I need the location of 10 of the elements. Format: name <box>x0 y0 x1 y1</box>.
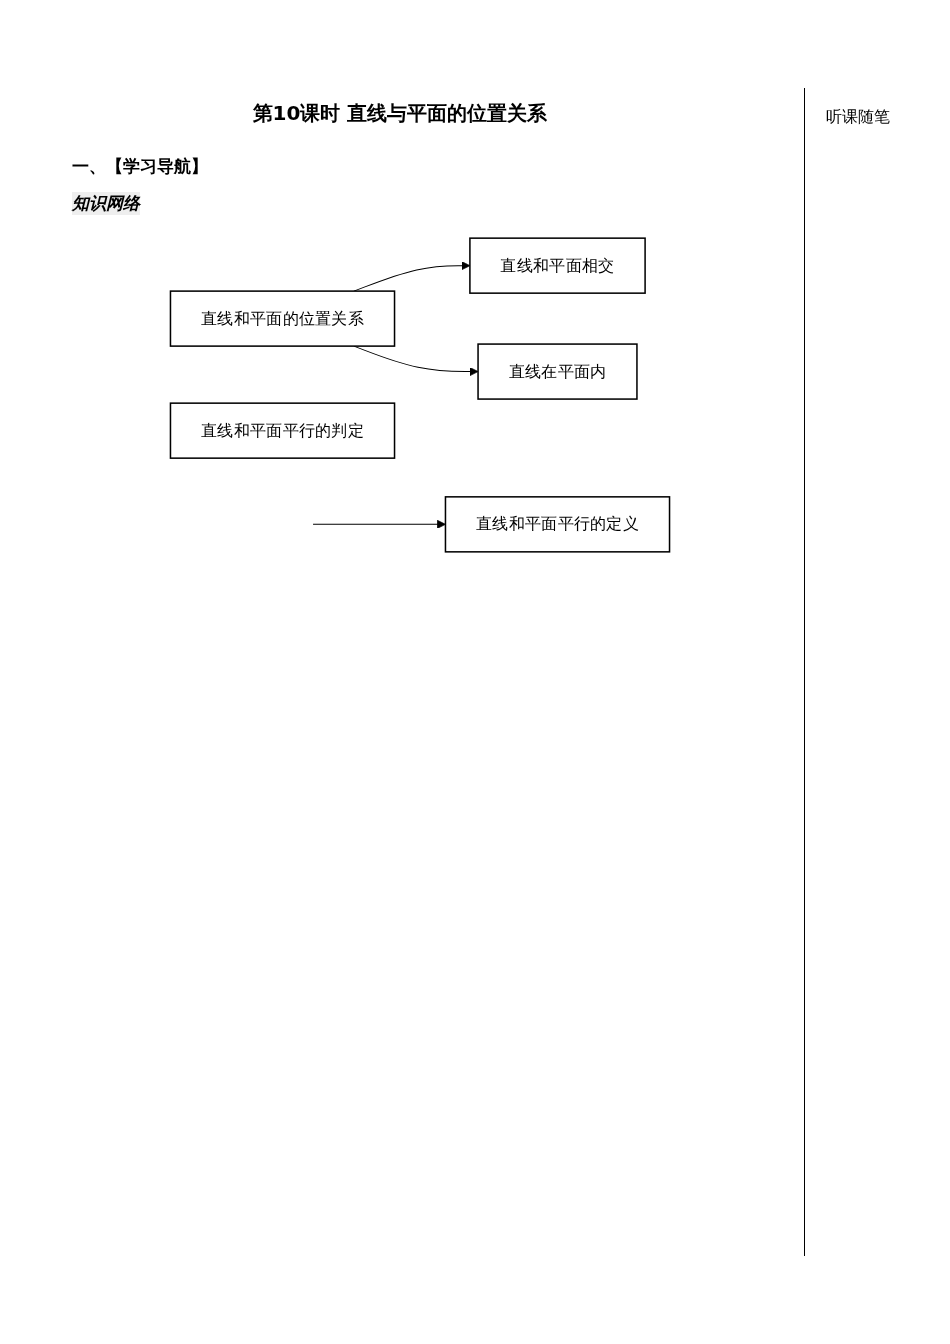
node-box: 直线和平面平行的定义 <box>444 496 671 553</box>
margin-note-heading: 听课随笔 <box>826 107 890 128</box>
node-box: 直线和平面相交 <box>469 237 646 294</box>
node-box: 直线在平面内 <box>477 343 638 400</box>
subheading: 知识网络 <box>72 192 140 215</box>
arrow <box>312 519 446 529</box>
page-title: 第10课时 直线与平面的位置关系 <box>251 100 549 127</box>
node-box: 直线和平面的位置关系 <box>169 290 396 347</box>
node-box: 直线和平面平行的判定 <box>169 402 396 459</box>
section-heading: 一、【学习导航】 <box>72 155 208 178</box>
